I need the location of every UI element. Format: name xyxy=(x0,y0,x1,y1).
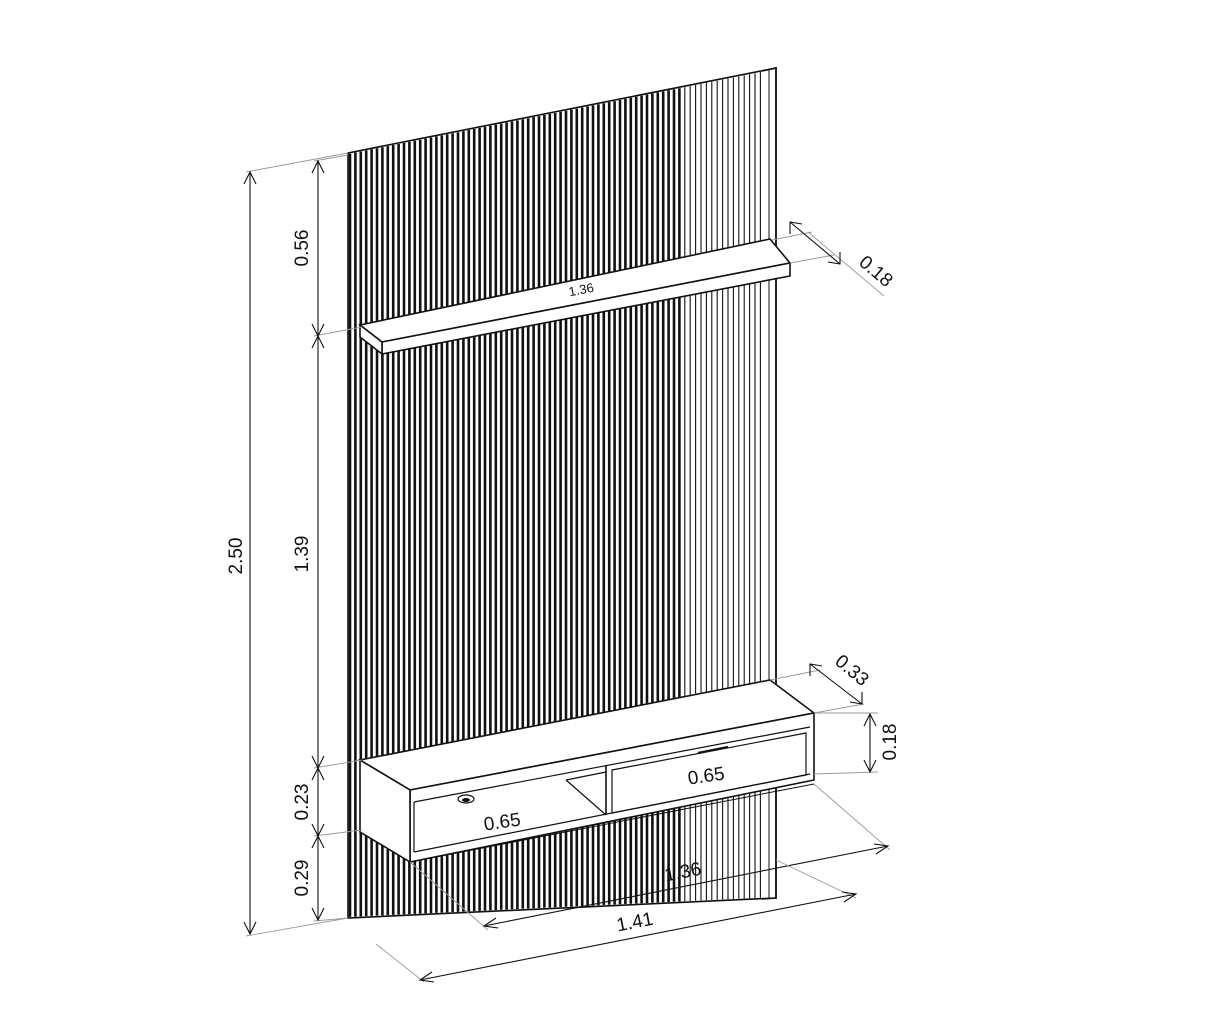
label-unit-height: 0.23 xyxy=(292,784,313,821)
label-top-gap: 0.56 xyxy=(292,230,313,267)
label-shelf-depth: 0.18 xyxy=(855,252,897,292)
label-bottom-gap: 0.29 xyxy=(292,860,313,897)
dim-drawer-height: 0.18 xyxy=(813,712,901,775)
label-total-height: 2.50 xyxy=(226,538,247,575)
tv-unit xyxy=(357,679,816,864)
label-shelf-length: 1.36 xyxy=(567,280,595,300)
label-drawer-right-width: 0.65 xyxy=(686,764,726,790)
dim-shelf-depth: 0.18 xyxy=(771,221,897,297)
label-drawer-left-width: 0.65 xyxy=(482,810,522,836)
dim-stacked-heights: 0.56 1.39 0.23 0.29 xyxy=(292,154,363,922)
dim-total-height: 2.50 xyxy=(226,152,349,937)
label-drawer-height: 0.18 xyxy=(880,724,901,761)
label-middle-height: 1.39 xyxy=(292,536,313,573)
dim-panel-width: 1.41 xyxy=(375,859,858,983)
label-panel-width: 1.41 xyxy=(615,909,655,937)
